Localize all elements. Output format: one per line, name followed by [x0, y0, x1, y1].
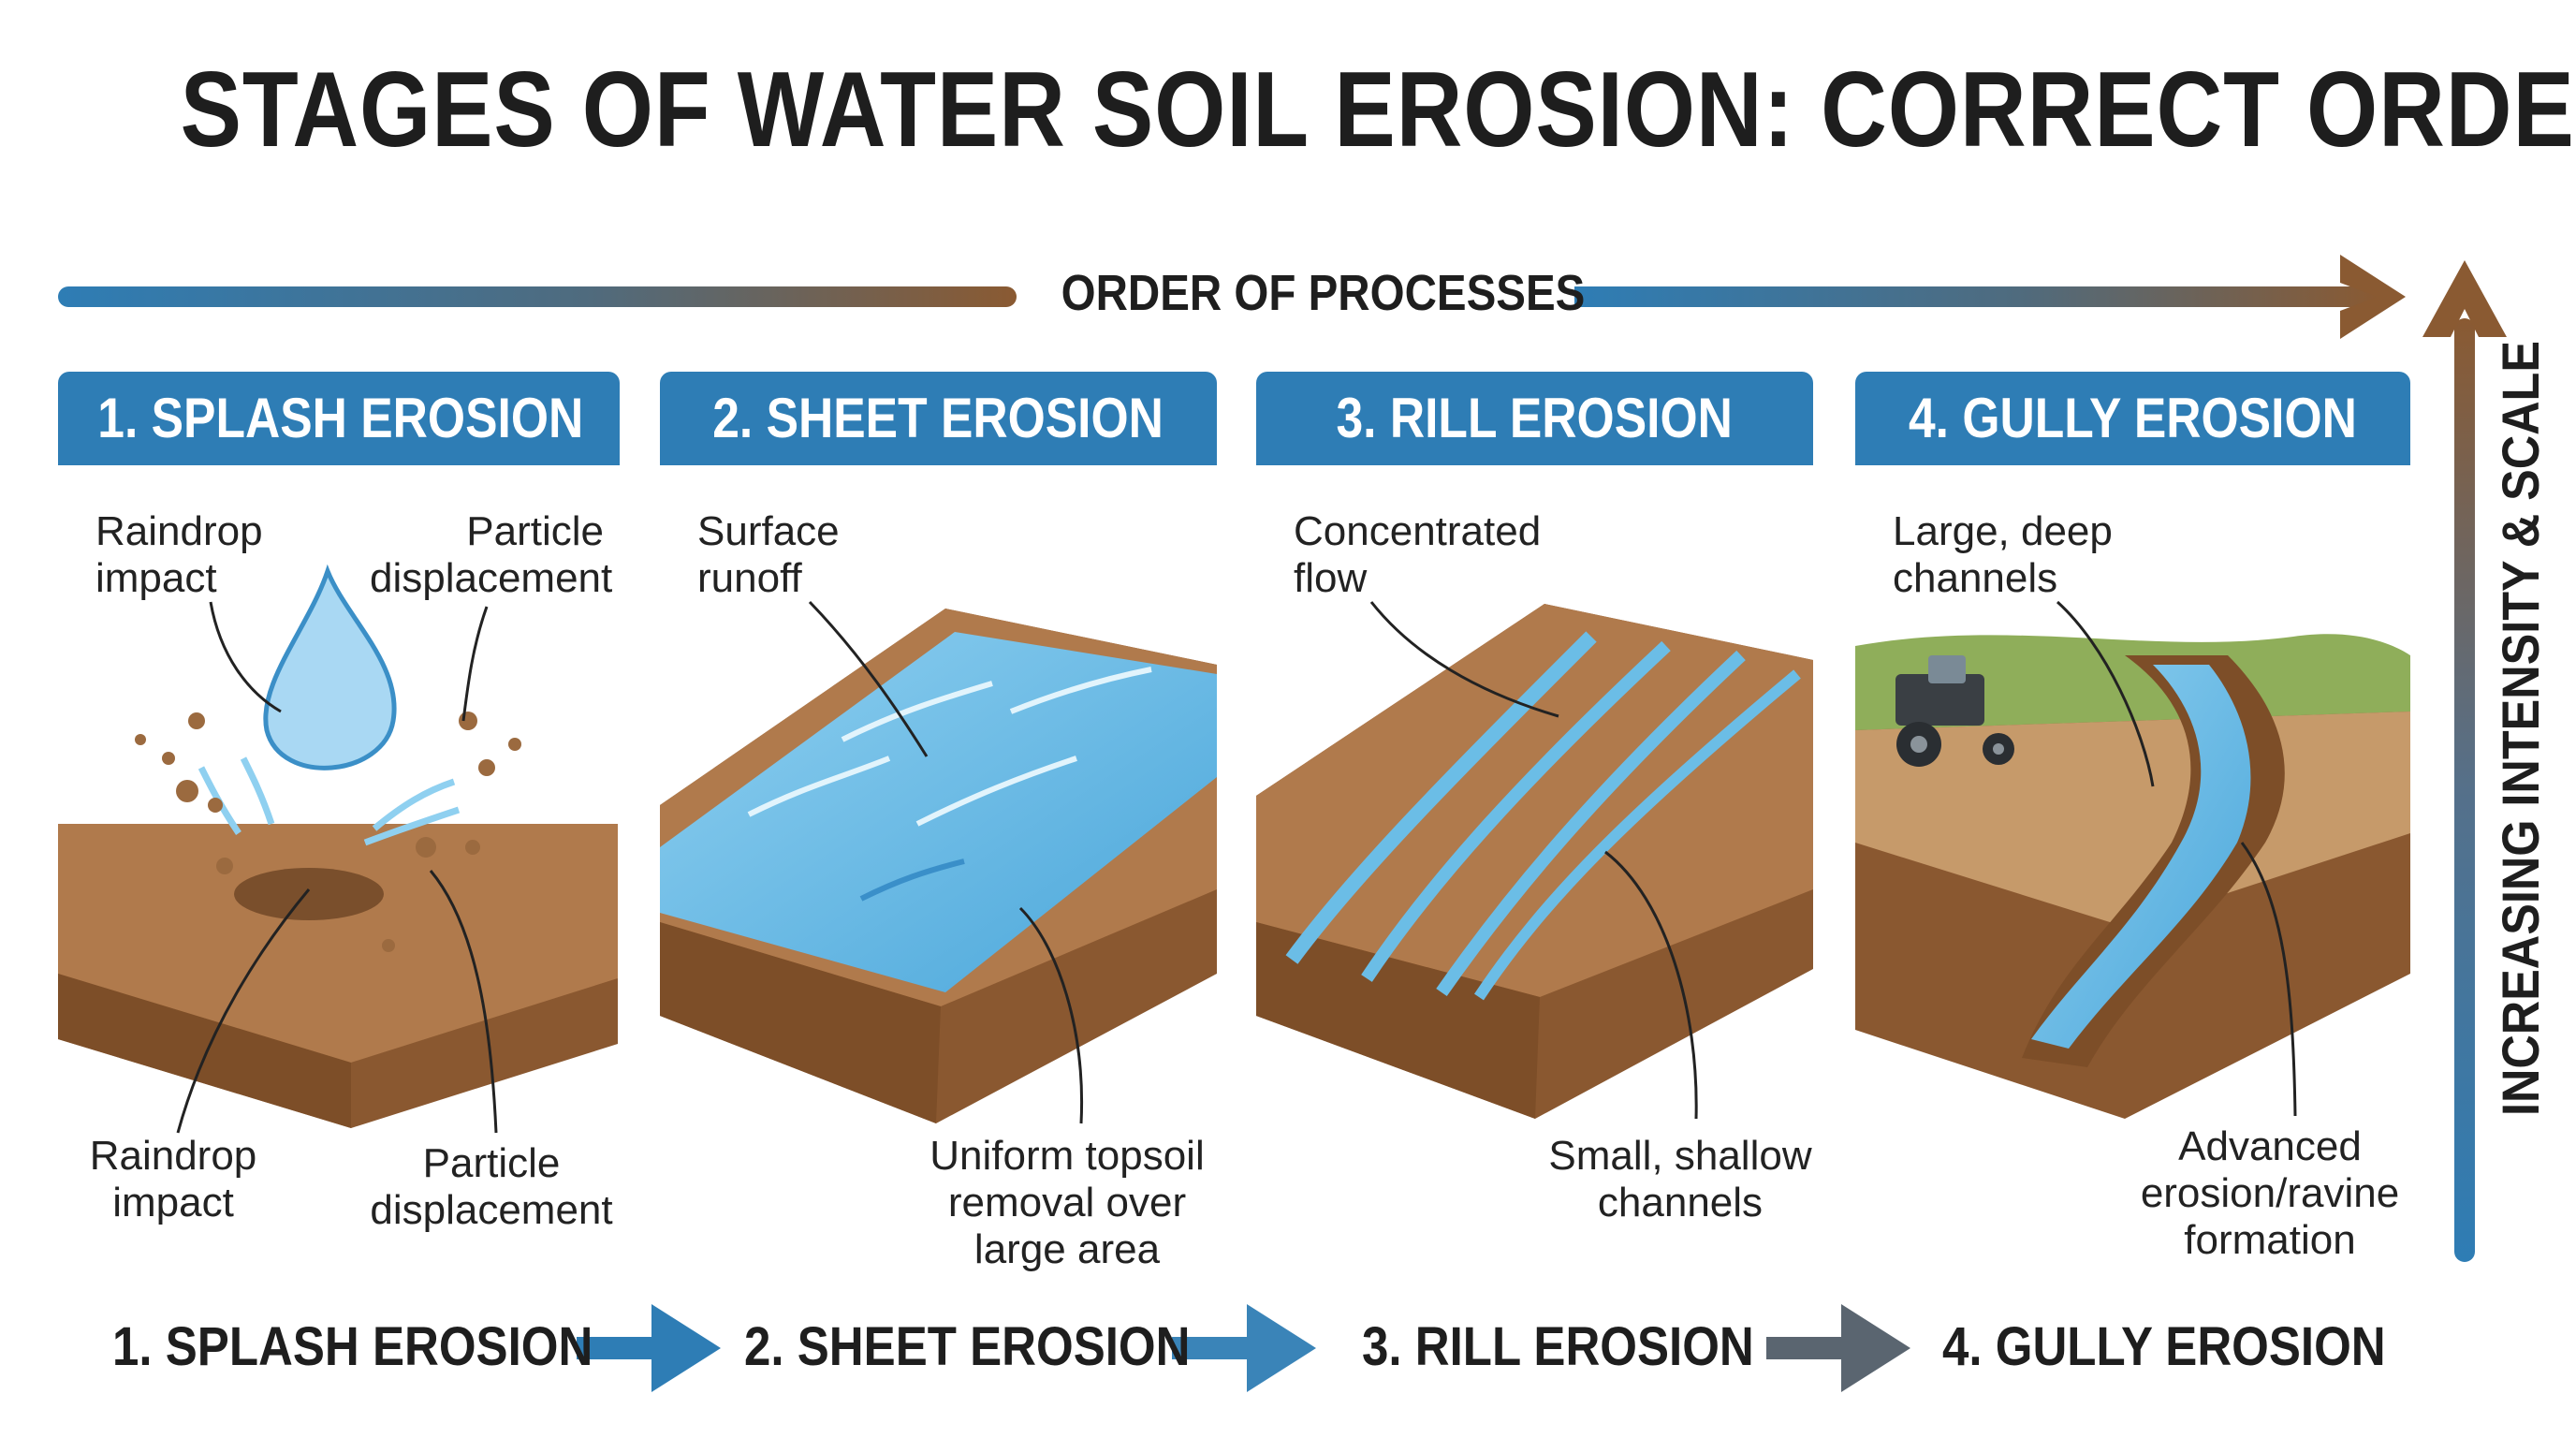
- panel-header-sheet: 2. SHEET EROSION: [660, 372, 1217, 465]
- panel-header-rill: 3. RILL EROSION: [1256, 372, 1813, 465]
- sequence-arrows: [577, 1304, 1910, 1392]
- gully-hills: [1855, 634, 2410, 730]
- sequence-arrow-3: [1766, 1304, 1910, 1392]
- gully-illustration: [1855, 600, 2410, 1119]
- sheet-illustration: [660, 600, 1217, 1124]
- sequence-step-splash: 1. SPLASH EROSION: [112, 1316, 593, 1377]
- rill-illustration: [1256, 601, 1813, 1120]
- splash-crater: [234, 868, 384, 920]
- sequence-step-rill: 3. RILL EROSION: [1362, 1316, 1754, 1377]
- order-arrow-head: [2340, 255, 2406, 339]
- panel-header-splash: 1. SPLASH EROSION: [58, 372, 620, 465]
- sequence-step-gully: 4. GULLY EROSION: [1942, 1316, 2386, 1377]
- order-of-processes-label: ORDER OF PROCESSES: [1061, 265, 1586, 321]
- gully-water: [2031, 665, 2251, 1049]
- sequence-arrow-2: [1172, 1304, 1316, 1392]
- intensity-arrow-head: [2422, 260, 2507, 337]
- splash-illustration: [58, 564, 618, 1134]
- panel-header-gully: 4. GULLY EROSION: [1855, 372, 2410, 465]
- order-arrow: [58, 255, 2406, 339]
- sequence-arrow-1: [577, 1304, 721, 1392]
- intensity-scale-label: INCREASING INTENSITY & SCALE: [2491, 341, 2550, 1116]
- intensity-arrow: [2422, 260, 2507, 1262]
- sequence-step-sheet: 2. SHEET EROSION: [744, 1316, 1191, 1377]
- raindrop-icon: [263, 564, 397, 770]
- order-arrow-shaft: [1574, 286, 2379, 307]
- tractor-icon: [1895, 655, 2014, 767]
- page-title: STAGES OF WATER SOIL EROSION: CORRECT OR…: [180, 51, 2576, 169]
